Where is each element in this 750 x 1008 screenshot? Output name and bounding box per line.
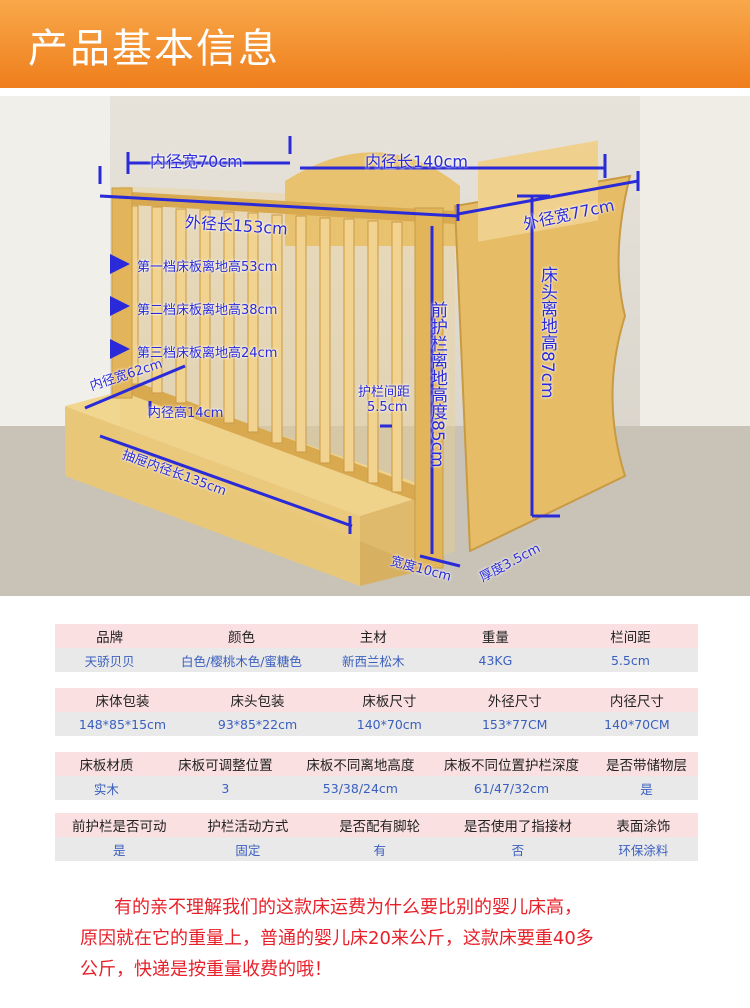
table-value-cell: 140*70cm: [325, 712, 454, 736]
table-value-cell: 天骄贝贝: [55, 648, 165, 672]
table-header-cell: 床板材质: [55, 752, 158, 776]
table-value-row: 是 固定 有 否 环保涂料: [55, 837, 698, 861]
level1-label: 第一档床板离地高53cm: [137, 260, 278, 275]
table-header-cell: 床头包装: [190, 688, 326, 712]
table-value-cell: 53/38/24cm: [292, 776, 428, 800]
table-header-cell: 内径尺寸: [575, 688, 698, 712]
table-value-cell: 白色/樱桃木色/蜜糖色: [164, 648, 319, 672]
table-value-cell: 是: [595, 776, 698, 800]
page-title: 产品基本信息: [28, 26, 280, 72]
table-header-row: 前护栏是否可动 护栏活动方式 是否配有脚轮 是否使用了指接材 表面涂饰: [55, 813, 698, 837]
table-header-cell: 床体包装: [55, 688, 191, 712]
table-value-row: 天骄贝贝 白色/樱桃木色/蜜糖色 新西兰松木 43KG 5.5cm: [55, 648, 698, 672]
table-value-cell: 固定: [183, 837, 313, 861]
table-value-row: 实木 3 53/38/24cm 61/47/32cm 是: [55, 776, 698, 800]
table-value-cell: 93*85*22cm: [190, 712, 326, 736]
table-value-cell: 148*85*15cm: [55, 712, 191, 736]
note-line-2: 原因就在它的重量上，普通的婴儿床20来公斤，这款床要重40多: [80, 928, 594, 949]
spec-table-3: 床板材质 床板可调整位置 床板不同离地高度 床板不同位置护栏深度 是否带储物层 …: [55, 752, 698, 800]
table-value-cell: 实木: [55, 776, 158, 800]
table-value-cell: 140*70CM: [575, 712, 698, 736]
table-header-cell: 表面涂饰: [588, 813, 698, 837]
table-header-cell: 前护栏是否可动: [55, 813, 184, 837]
crib-illustration: [0, 96, 750, 596]
table-header-row: 床体包装 床头包装 床板尺寸 外径尺寸 内径尺寸: [55, 688, 698, 712]
table-value-cell: 3: [157, 776, 293, 800]
front-rail-height-label: 前护栏离地高度85cm: [427, 301, 447, 468]
table-header-cell: 护栏活动方式: [183, 813, 313, 837]
product-photo: 内径宽70cm 内径长140cm 外径长153cm 外径宽77cm 第一档床板离…: [0, 96, 750, 596]
table-header-cell: 是否配有脚轮: [312, 813, 448, 837]
table-value-row: 148*85*15cm 93*85*22cm 140*70cm 153*77CM…: [55, 712, 698, 736]
inner-length-140-label: 内径长140cm: [365, 152, 468, 171]
table-header-row: 品牌 颜色 主材 重量 栏间距: [55, 624, 698, 648]
table-header-cell: 床板不同离地高度: [292, 752, 428, 776]
table-value-cell: 61/47/32cm: [427, 776, 596, 800]
spec-table-2: 床体包装 床头包装 床板尺寸 外径尺寸 内径尺寸 148*85*15cm 93*…: [55, 688, 698, 736]
table-header-cell: 重量: [427, 624, 563, 648]
level3-label: 第三档床板离地高24cm: [137, 346, 278, 361]
head-height-label: 床头离地高87cm: [537, 266, 557, 399]
table-header-cell: 栏间距: [562, 624, 698, 648]
spec-table-1: 品牌 颜色 主材 重量 栏间距 天骄贝贝 白色/樱桃木色/蜜糖色 新西兰松木 4…: [55, 624, 698, 672]
shipping-note: 有的亲不理解我们的这款床运费为什么要比别的婴儿床高， 原因就在它的重量上，普通的…: [30, 892, 720, 985]
table-header-cell: 是否使用了指接材: [447, 813, 589, 837]
rail-gap-value: 5.5cm: [367, 400, 408, 415]
table-header-cell: 主材: [318, 624, 428, 648]
note-line-1: 有的亲不理解我们的这款床运费为什么要比别的婴儿床高，: [114, 897, 582, 918]
table-header-cell: 品牌: [55, 624, 165, 648]
spec-table-4: 前护栏是否可动 护栏活动方式 是否配有脚轮 是否使用了指接材 表面涂饰 是 固定…: [55, 813, 698, 861]
rail-gap-label: 护栏间距: [358, 385, 411, 400]
inner-height-14-label: 内径高14cm: [148, 406, 224, 421]
table-header-cell: 外径尺寸: [453, 688, 576, 712]
table-header-cell: 床板尺寸: [325, 688, 454, 712]
table-header-row: 床板材质 床板可调整位置 床板不同离地高度 床板不同位置护栏深度 是否带储物层: [55, 752, 698, 776]
table-value-cell: 43KG: [427, 648, 563, 672]
inner-width-70-label: 内径宽70cm: [150, 152, 243, 171]
table-value-cell: 是: [55, 837, 184, 861]
table-value-cell: 153*77CM: [453, 712, 576, 736]
table-value-cell: 环保涂料: [588, 837, 698, 861]
table-header-cell: 床板不同位置护栏深度: [427, 752, 596, 776]
table-header-cell: 床板可调整位置: [157, 752, 293, 776]
level2-label: 第二档床板离地高38cm: [137, 303, 278, 318]
table-value-cell: 5.5cm: [562, 648, 698, 672]
table-value-cell: 否: [447, 837, 589, 861]
table-value-cell: 新西兰松木: [318, 648, 428, 672]
table-header-cell: 颜色: [164, 624, 319, 648]
table-value-cell: 有: [312, 837, 448, 861]
header-banner: 产品基本信息: [0, 0, 750, 88]
table-header-cell: 是否带储物层: [595, 752, 698, 776]
note-line-3: 公斤，快递是按重量收费的哦！: [80, 959, 332, 980]
